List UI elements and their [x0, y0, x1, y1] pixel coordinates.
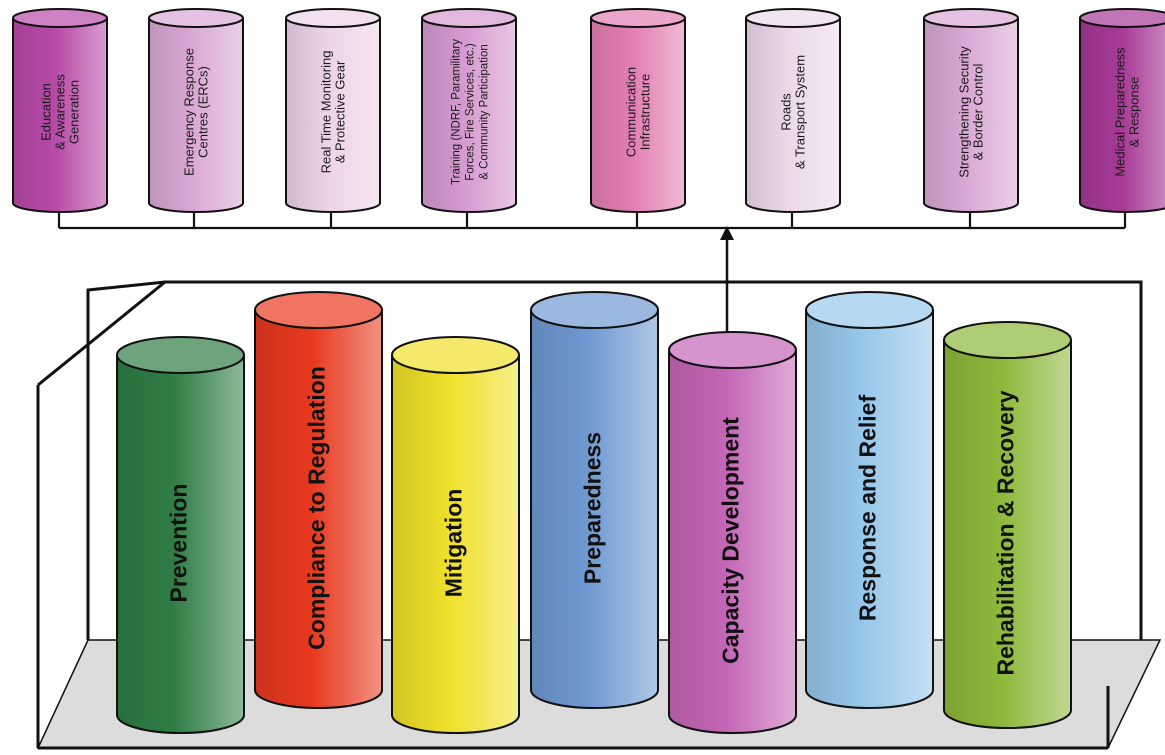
pillar-2-body [254, 310, 383, 709]
pillar-4: Preparedness [530, 291, 659, 709]
pillar-6-top [805, 291, 934, 329]
pillar-label: Compliance to Regulation [304, 366, 330, 650]
top-cylinder-label-line: Communication [624, 67, 639, 157]
pillar-label: Mitigation [441, 489, 467, 598]
top-cylinder-6-top [745, 8, 841, 28]
top-cylinder-label: Education& AwarenessGeneration [39, 74, 82, 150]
top-cylinder-label: Roads& Transport System [779, 55, 808, 169]
pillar-1: Prevention [116, 336, 245, 734]
top-cylinder-label-line: & Border Control [971, 63, 986, 160]
top-cylinder-label-line: & Transport System [793, 55, 808, 169]
top-cylinder-2: Emergency ResponseCentres (ERCs) [148, 8, 244, 213]
top-cylinder-label-line: Strengthening Security [957, 46, 972, 178]
pillar-3-top [391, 336, 520, 374]
top-cylinder-2-top [148, 8, 244, 28]
top-cylinder-label-line: & Response [1127, 77, 1142, 148]
pillar-5-body [668, 350, 797, 734]
top-cylinder-label-line: Real Time Monitoring [319, 51, 334, 174]
pillar-3-body [391, 355, 520, 734]
top-cylinders: Education& AwarenessGeneration Emergency … [12, 8, 1165, 213]
pillar-7: Rehabilitation & Recovery [943, 321, 1072, 729]
top-cylinder-3-top [285, 8, 381, 28]
pillar-5-top [668, 331, 797, 369]
pillar-label: Response and Relief [855, 395, 881, 622]
pillar-2-top [254, 291, 383, 329]
top-cylinder-1: Education& AwarenessGeneration [12, 8, 108, 213]
top-cylinder-label-line: Infrastructure [638, 74, 653, 151]
pillar-3: Mitigation [391, 336, 520, 734]
top-cylinder-label-line: Education [39, 83, 54, 141]
top-cylinder-3: Real Time Monitoring& Protective Gear [285, 8, 381, 213]
top-cylinder-5-top [590, 8, 686, 28]
pillar-label: Capacity Development [718, 417, 744, 664]
top-cylinder-label: CommunicationInfrastructure [624, 67, 653, 157]
top-cylinder-label: Emergency ResponseCentres (ERCs) [182, 48, 211, 176]
pillar-4-body [530, 310, 659, 709]
pillars: Prevention Compliance to Regulation Mitiga… [116, 291, 1072, 734]
top-cylinder-7-body [923, 18, 1019, 213]
top-cylinder-label-line: & Community Participation [479, 44, 491, 180]
top-cylinder-label: Real Time Monitoring& Protective Gear [319, 51, 348, 174]
top-cylinder-label-line: & Protective Gear [333, 60, 348, 163]
top-cylinder-8: Medical Preparedness& Response [1079, 8, 1165, 213]
top-cylinder-2-body [148, 18, 244, 213]
pillar-1-body [116, 355, 245, 734]
top-cylinder-label-line: Forces, Fire Services, etc.) [465, 43, 477, 181]
pillar-6: Response and Relief [805, 291, 934, 709]
top-cylinder-label-line: & Awareness [53, 74, 68, 150]
top-cylinder-label-line: Centres (ERCs) [196, 66, 211, 158]
top-cylinder-1-body [12, 18, 108, 213]
pillar-4-top [530, 291, 659, 329]
pillar-6-body [805, 310, 934, 709]
top-cylinder-3-body [285, 18, 381, 213]
box-top-left-diagonal [37, 280, 166, 387]
top-cylinder-label-line: Medical Preparedness [1113, 47, 1128, 177]
top-cylinder-6-body [745, 18, 841, 213]
pillar-2: Compliance to Regulation [254, 291, 383, 709]
top-cylinder-label-line: Roads [779, 93, 794, 131]
top-cylinder-5: CommunicationInfrastructure [590, 8, 686, 213]
top-cylinder-5-body [590, 18, 686, 213]
top-cylinder-label: Strengthening Security& Border Control [957, 46, 986, 178]
top-cylinder-7: Strengthening Security& Border Control [923, 8, 1019, 213]
arrow-head [720, 226, 734, 240]
pillar-5: Capacity Development [668, 331, 797, 734]
pillar-1-top [116, 336, 245, 374]
top-cylinder-label-line: Generation [67, 80, 82, 144]
pillar-7-top [943, 321, 1072, 359]
top-cylinder-8-top [1079, 8, 1165, 28]
pillar-label: Prevention [166, 484, 192, 603]
top-cylinder-4-body [421, 18, 517, 213]
pillar-label: Preparedness [580, 432, 606, 584]
pillar-7-body [943, 340, 1072, 729]
pillar-label: Rehabilitation & Recovery [993, 390, 1019, 675]
top-cylinder-label: Medical Preparedness& Response [1113, 47, 1142, 177]
top-cylinder-label-line: Training (NDRF, Paramilitary [451, 39, 463, 185]
top-cylinder-8-body [1079, 18, 1165, 213]
top-cylinder-label-line: Emergency Response [182, 48, 197, 176]
top-cylinder-1-top [12, 8, 108, 28]
top-cylinder-6: Roads& Transport System [745, 8, 841, 213]
top-cylinder-7-top [923, 8, 1019, 28]
top-cylinder-4-top [421, 8, 517, 28]
